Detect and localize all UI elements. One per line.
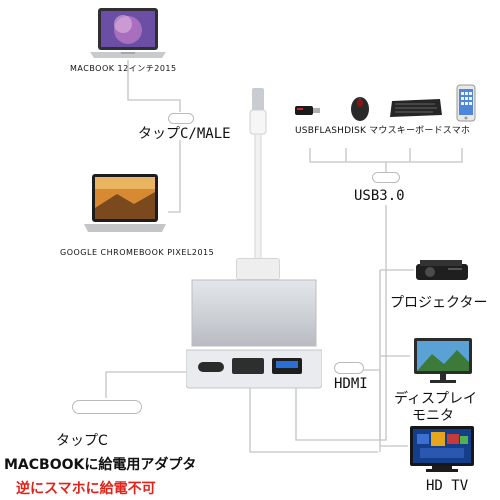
laptop-icon: [90, 8, 166, 58]
hdmi-wire: [249, 380, 378, 453]
monitor-label: モニタ: [412, 408, 454, 424]
usb-flash-drive-icon: [293, 100, 323, 120]
chromebook-label: GOOGLE CHROMEBOOK PIXEL2015: [60, 248, 215, 257]
macbook-image: [88, 6, 168, 62]
monitor-icon: [412, 336, 474, 386]
chromebook-image: [82, 172, 168, 238]
projector-icon: [412, 256, 472, 286]
hdmi-port: [334, 362, 364, 374]
usb-wire: [295, 228, 387, 441]
keyboard-icon: [388, 97, 444, 119]
chromebook-wire: [168, 140, 181, 213]
type-c-label: タップC: [56, 433, 108, 449]
usb30-label: USB3.0: [354, 188, 405, 204]
laptop-icon: [84, 174, 166, 232]
usb30-port: [372, 172, 400, 183]
type-c-male-label: タップC/MALE: [138, 126, 231, 142]
hdmi-label: HDMI: [334, 376, 368, 392]
type-c-charge-port: [72, 400, 142, 414]
tv-icon: [408, 424, 476, 474]
display-label: ディスプレイ: [394, 391, 478, 407]
macbook-label: MACBOOK 12インチ2015: [70, 64, 177, 73]
typec-wire: [105, 371, 200, 398]
charge-adapter-label: MACBOOKに給電用アダプタ: [4, 457, 197, 473]
type-c-male-port: [168, 113, 194, 124]
peripheral-bracket: [309, 148, 463, 163]
peripherals-label: USBFLASHDISK マウスキーボードスマホ: [295, 126, 471, 136]
hdtv-label: HD TV: [426, 478, 469, 494]
charge-warning-label: 逆にスマホに給電不可: [16, 481, 156, 497]
smartphone-icon: [456, 84, 476, 122]
projector-label: プロジェクター: [390, 295, 488, 311]
macbook-wire: [127, 60, 181, 112]
hub-body: [185, 276, 323, 390]
mouse-icon: [346, 94, 374, 122]
